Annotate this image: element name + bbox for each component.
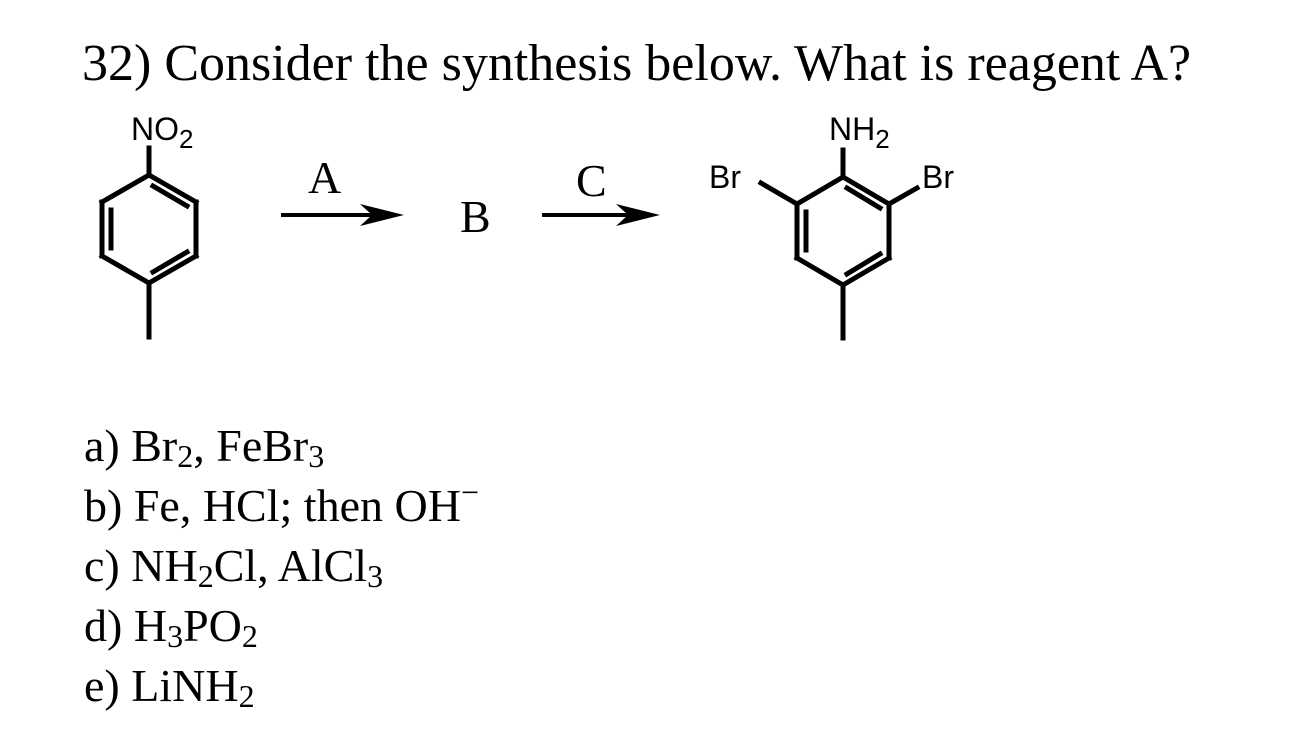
ring-bond [145,171,200,206]
bromine-right-label: Br [922,159,954,195]
reagent-c-label: C [576,155,607,206]
choice-formula-part: 3 [367,558,384,594]
ring-bond [839,254,893,289]
ring-bond [839,173,893,208]
product-structure [757,147,921,341]
bromine-left-label: Br [709,159,741,195]
ring-bond [98,171,153,206]
ring-double-bond [843,250,884,278]
choice-formula-part: 2 [177,438,194,474]
answer-choice: b) Fe, HCl; then OH− [84,476,479,536]
choice-formula-part: 3 [308,438,325,474]
choice-letter: b) [84,480,123,531]
ring-double-bond [843,184,884,212]
choice-formula-part: Fe, HCl; then OH [133,480,461,531]
ring-bond [98,252,153,287]
choice-formula-part: 2 [238,678,255,714]
ring-bond [793,173,847,208]
answer-choice: e) LiNH2 [84,656,479,716]
answer-choice: c) NH2Cl, AlCl3 [84,536,479,596]
choice-formula-part: PO [183,600,242,651]
choice-formula-part: 2 [241,618,258,654]
choice-formula-part: H [133,600,168,651]
choice-formula-part: Br [131,420,178,471]
ring-bond [145,252,200,287]
arrow-c [542,204,660,226]
choice-letter: a) [84,420,120,471]
choice-formula-part: 2 [197,558,214,594]
ring-double-bond [149,248,191,276]
question-text: 32) Consider the synthesis below. What i… [82,35,1192,92]
choice-formula-part: − [460,474,479,510]
answer-choice: a) Br2, FeBr3 [84,416,479,476]
ring-bond [793,254,847,289]
bond-br-right [885,184,921,208]
ring-double-bond [149,182,191,210]
choice-letter: d) [84,600,123,651]
answer-choice: d) H3PO2 [84,596,479,656]
choice-formula-part: , FeBr [193,420,309,471]
nitro-label: NO2 [131,111,193,154]
choice-formula-part: NH [131,540,198,591]
bond-br-left [757,179,801,208]
choice-formula-part: Cl, AlCl [213,540,368,591]
choice-letter: c) [84,540,120,591]
choice-letter: e) [84,660,120,711]
choice-formula-part: LiNH [131,660,239,711]
amine-label: NH2 [829,111,890,154]
intermediate-b-label: B [460,191,491,242]
arrow-a [281,204,404,226]
starting-material-structure [98,145,200,340]
reagent-a-label: A [308,152,341,203]
choice-formula-part: 3 [167,618,184,654]
